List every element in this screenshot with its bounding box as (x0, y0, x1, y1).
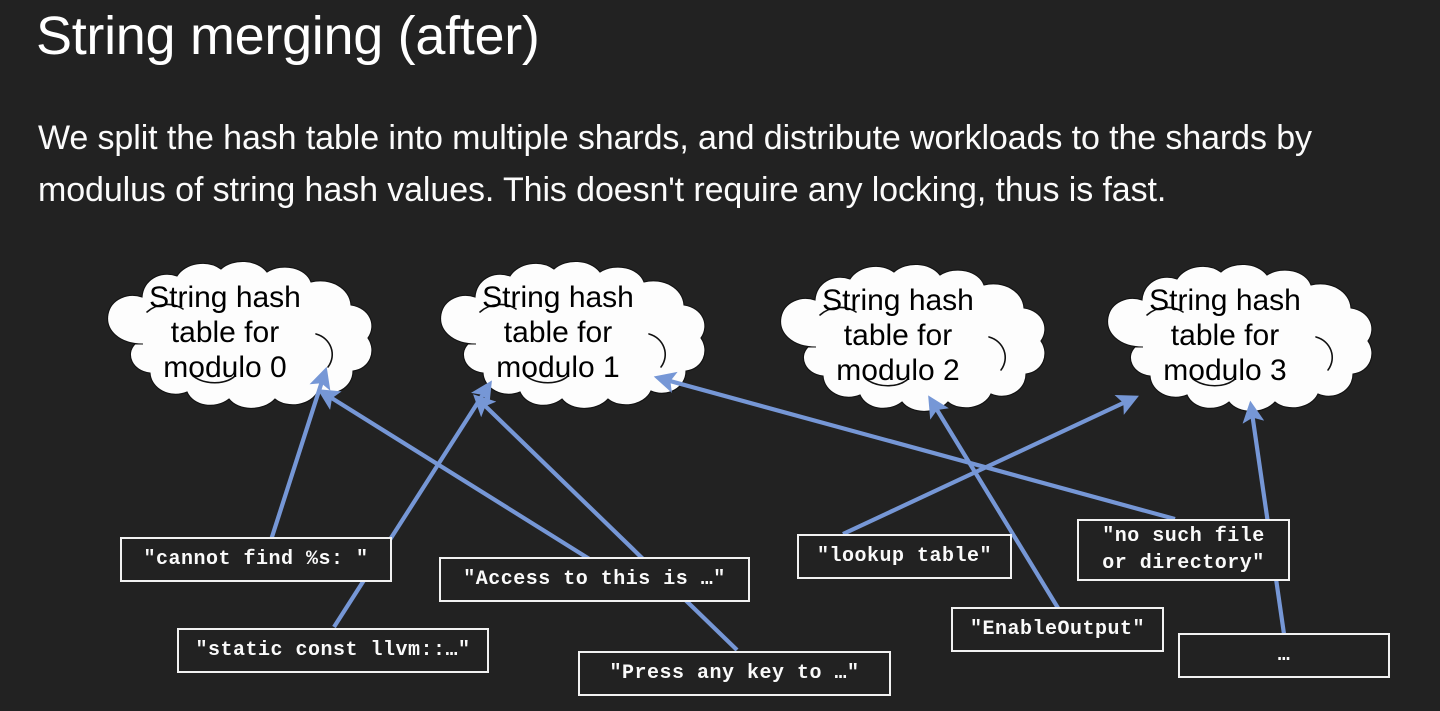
cloud-label-line1: String hash (482, 281, 634, 314)
cloud-label-line3: modulo 0 (163, 351, 286, 384)
cloud-label-line2: table for (1171, 319, 1279, 352)
cloud-modulo-2: String hash table for modulo 2 (779, 263, 1046, 413)
cloud-label-line1: String hash (149, 281, 301, 314)
page-title: String merging (after) (36, 6, 540, 66)
cloud-label-line3: modulo 3 (1163, 354, 1286, 387)
cloud-label-line3: modulo 2 (836, 354, 959, 387)
arrow-press-any-key-to-modulo-1 (473, 394, 739, 652)
string-box-ellipsis[interactable]: … (1178, 633, 1390, 678)
string-box-press-any-key[interactable]: "Press any key to …" (578, 651, 891, 696)
cloud-modulo-3: String hash table for modulo 3 (1106, 263, 1373, 413)
arrow-cannot-find-to-modulo-0 (269, 366, 331, 541)
string-box-lookup-table[interactable]: "lookup table" (797, 534, 1012, 579)
arrow-static-const-to-modulo-1 (332, 380, 492, 629)
page-body-text: We split the hash table into multiple sh… (38, 119, 1312, 209)
cloud-modulo-1: String hash table for modulo 1 (439, 260, 706, 410)
cloud-label-line1: String hash (1149, 284, 1301, 317)
string-box-access-to[interactable]: "Access to this is …" (439, 557, 750, 602)
string-box-no-such-file[interactable]: "no such file or directory" (1077, 519, 1290, 581)
arrow-no-such-file-to-modulo-1 (653, 371, 1176, 522)
arrow-enable-output-to-modulo-2 (928, 395, 1060, 610)
cloud-modulo-0: String hash table for modulo 0 (106, 260, 373, 410)
cloud-label-line2: table for (504, 316, 612, 349)
cloud-label-line2: table for (171, 316, 279, 349)
string-box-static-const[interactable]: "static const llvm::…" (177, 628, 489, 673)
arrow-access-to-modulo-0 (317, 389, 593, 562)
cloud-label-line3: modulo 1 (496, 351, 619, 384)
cloud-label-line2: table for (844, 319, 952, 352)
string-box-cannot-find[interactable]: "cannot find %s: " (120, 537, 392, 582)
string-box-enable-output[interactable]: "EnableOutput" (951, 607, 1164, 652)
cloud-label-line1: String hash (822, 284, 974, 317)
